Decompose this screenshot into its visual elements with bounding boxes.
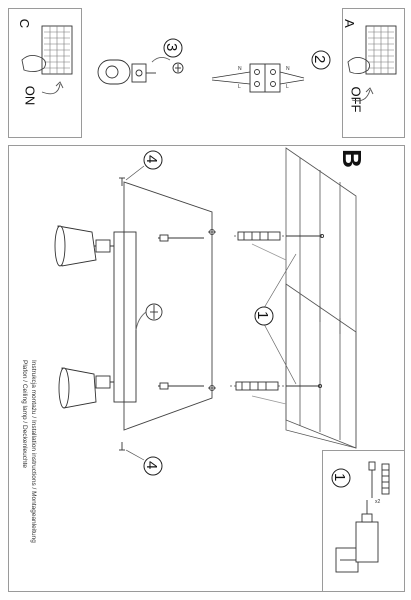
ground-symbol-icon-3 bbox=[172, 62, 184, 74]
screw-dowel-bottom bbox=[158, 381, 323, 391]
terminal-label-n-bottom: N bbox=[286, 66, 290, 72]
terminal-block-icon bbox=[211, 63, 305, 93]
wire-labels: N L N L x2 bbox=[238, 66, 381, 505]
step-4-top-callout: 4 bbox=[143, 150, 163, 170]
step-callouts: 3 2 4 1 4 1 bbox=[125, 38, 351, 488]
terminal-label-n-top: N bbox=[238, 66, 242, 72]
step-2-number: 2 bbox=[311, 55, 328, 63]
drill-icon bbox=[335, 500, 379, 573]
lamp-bar bbox=[113, 231, 137, 403]
step-4-bottom-number: 4 bbox=[143, 461, 160, 469]
terminal-label-l-bottom: L bbox=[286, 84, 289, 90]
spotlight-top bbox=[54, 225, 114, 267]
ground-symbol-icon-main bbox=[135, 303, 163, 350]
screw-count-label: x2 bbox=[375, 499, 381, 505]
ceiling-surface bbox=[251, 147, 357, 449]
wall-switch-icon-c bbox=[41, 25, 73, 75]
wall-switch-icon-a bbox=[365, 25, 397, 75]
mounting-bracket-icon bbox=[97, 59, 156, 85]
screw-dowel-top bbox=[158, 231, 325, 242]
terminal-label-l-top: L bbox=[238, 84, 241, 90]
step-1-inset-number: 1 bbox=[331, 473, 348, 481]
mounting-plate bbox=[123, 181, 216, 431]
step-3-number: 3 bbox=[163, 43, 180, 51]
step-1-inset-callout: 1 bbox=[331, 468, 351, 488]
step-4-top-number: 4 bbox=[143, 155, 160, 163]
hand-icon-a bbox=[347, 57, 371, 75]
step-2-callout: 2 bbox=[311, 50, 331, 70]
curved-arrow-icon-a bbox=[351, 89, 371, 102]
curved-arrow-icon-c bbox=[41, 83, 61, 95]
step-1-callout: 1 bbox=[254, 306, 274, 326]
step-4-bottom-callout: 4 bbox=[143, 456, 163, 476]
step-1-number: 1 bbox=[254, 311, 271, 319]
dowel-screw-set-icon bbox=[368, 461, 390, 498]
end-screw-bottom bbox=[119, 442, 125, 451]
spotlight-bottom bbox=[58, 367, 114, 409]
step-3-callout: 3 bbox=[163, 38, 183, 58]
end-screw-top bbox=[119, 177, 125, 186]
hand-icon-c bbox=[21, 55, 47, 73]
